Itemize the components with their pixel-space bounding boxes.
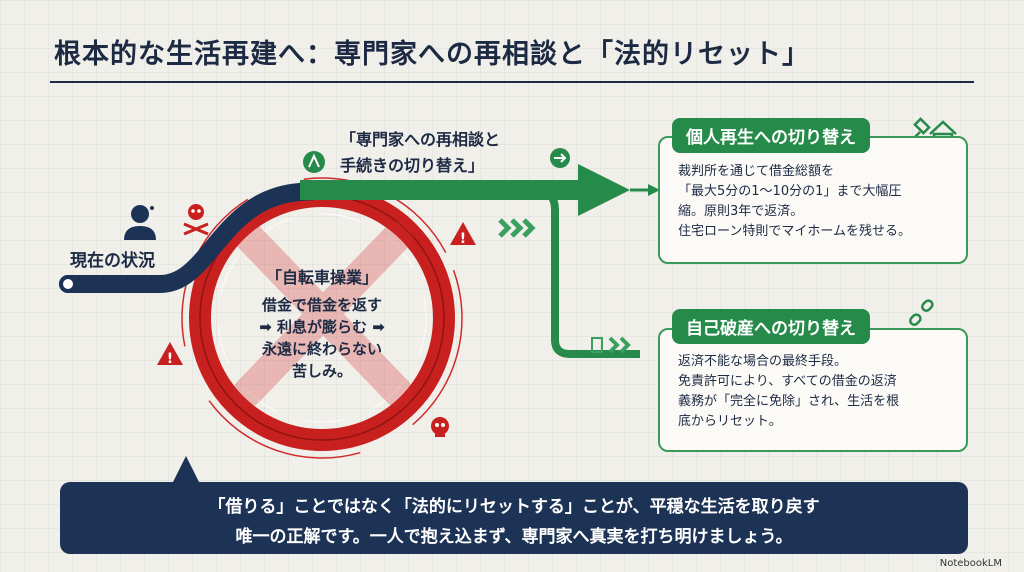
callout-pointer bbox=[172, 456, 200, 484]
cross-mark bbox=[233, 221, 413, 407]
svg-text:!: ! bbox=[167, 351, 173, 367]
exit-chevrons-icon bbox=[591, 336, 631, 354]
bankruptcy-panel: 返済不能な場合の最終手段。 免責許可により、すべての借金の返済 義務が「完全に免… bbox=[658, 328, 968, 452]
svg-text:!: ! bbox=[460, 231, 466, 247]
right-arrow-icon bbox=[550, 148, 570, 168]
warning-icon: ! bbox=[157, 342, 183, 367]
switch-arrowhead bbox=[578, 164, 630, 216]
conclusion-line1: 「借りる」ことではなく「法的にリセットする」ことが、平穏な生活を取り戻す bbox=[208, 497, 820, 517]
vicious-cycle-description: 借金で借金を返す ➡ 利息が膨らむ ➡ 永遠に終わらない 苦しみ。 bbox=[259, 296, 385, 380]
brand-watermark: NotebookLM bbox=[939, 558, 1002, 569]
switch-icon bbox=[303, 151, 325, 173]
current-status-label: 現在の状況 bbox=[70, 251, 155, 271]
vicious-cycle-title: 「自転車操業」 bbox=[265, 268, 378, 287]
current-path bbox=[59, 181, 339, 293]
title-underline bbox=[50, 81, 974, 83]
page-title: 根本的な生活再建へ：専門家への再相談と「法的リセット」 bbox=[54, 39, 810, 70]
skull-crossbones-icon bbox=[183, 204, 209, 236]
bankruptcy-title: 自己破産への切り替え bbox=[672, 309, 870, 344]
switch-label-line2: 手続きの切り替え」 bbox=[340, 156, 485, 175]
individual-rehabilitation-title: 個人再生への切り替え bbox=[672, 118, 870, 153]
start-node bbox=[59, 275, 77, 293]
skull-icon bbox=[431, 417, 449, 437]
individual-rehabilitation-body: 裁判所を通じて借金総額を 「最大5分の1〜10分の1」まで大幅圧 縮。原則3年で… bbox=[678, 164, 911, 239]
individual-rehabilitation-panel: 裁判所を通じて借金総額を 「最大5分の1〜10分の1」まで大幅圧 縮。原則3年で… bbox=[658, 136, 968, 264]
branch-to-bankruptcy bbox=[530, 188, 640, 358]
worried-person-icon bbox=[124, 205, 156, 240]
conclusion-line2: 唯一の正解です。一人で抱え込まず、専門家へ真実を打ち明けましょう。 bbox=[235, 527, 793, 547]
chevrons-icon bbox=[498, 218, 536, 238]
warning-icon: ! bbox=[450, 222, 476, 247]
broken-chain-icon bbox=[909, 299, 934, 326]
switch-label-line1: 「専門家への再相談と bbox=[340, 130, 501, 149]
conclusion-box: 「借りる」ことではなく「法的にリセットする」ことが、平穏な生活を取り戻す 唯一の… bbox=[60, 482, 968, 554]
bankruptcy-body: 返済不能な場合の最終手段。 免責許可により、すべての借金の返済 義務が「完全に免… bbox=[678, 354, 900, 429]
